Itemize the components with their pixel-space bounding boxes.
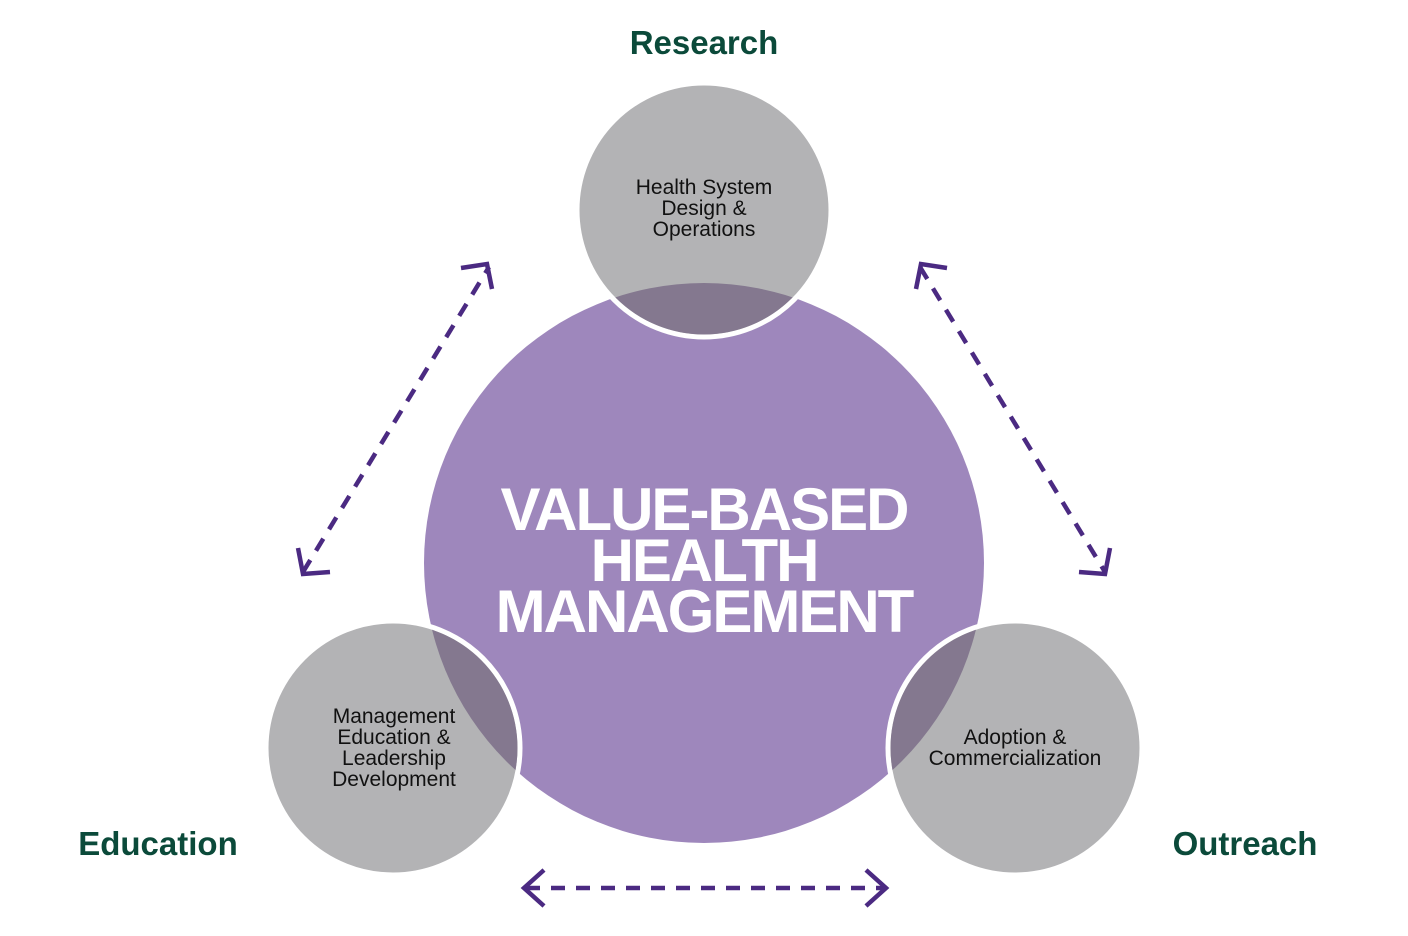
research-circle — [574, 80, 834, 340]
education-line-4: Development — [332, 768, 456, 791]
education-label: Education — [78, 825, 238, 862]
center-title-line-3: MANAGEMENT — [495, 578, 915, 645]
education-description: Management Education & Leadership Develo… — [274, 706, 514, 790]
outreach-description: Adoption & Commercialization — [895, 727, 1135, 769]
education-line-1: Management — [332, 705, 456, 728]
arrow-education-research — [295, 261, 495, 577]
arrow-research-outreach — [913, 261, 1113, 577]
center-circle — [424, 283, 984, 843]
center-title-line-1: VALUE-BASED — [500, 476, 910, 543]
research-line-1: Health System — [635, 176, 773, 199]
outreach-line-1: Adoption & — [963, 726, 1067, 749]
research-line-3: Operations — [652, 218, 756, 241]
research-description: Health System Design & Operations — [584, 177, 824, 240]
center-title-line-2: HEALTH — [590, 527, 820, 594]
research-line-2: Design & — [661, 197, 747, 220]
outreach-line-2: Commercialization — [928, 747, 1102, 770]
education-line-3: Leadership — [342, 747, 446, 770]
outreach-label: Outreach — [1172, 825, 1318, 862]
education-line-2: Education & — [337, 726, 451, 749]
arrow-education-outreach — [520, 868, 890, 908]
research-label: Research — [629, 24, 779, 61]
center-title: VALUE-BASED HEALTH MANAGEMENT — [404, 476, 1004, 645]
